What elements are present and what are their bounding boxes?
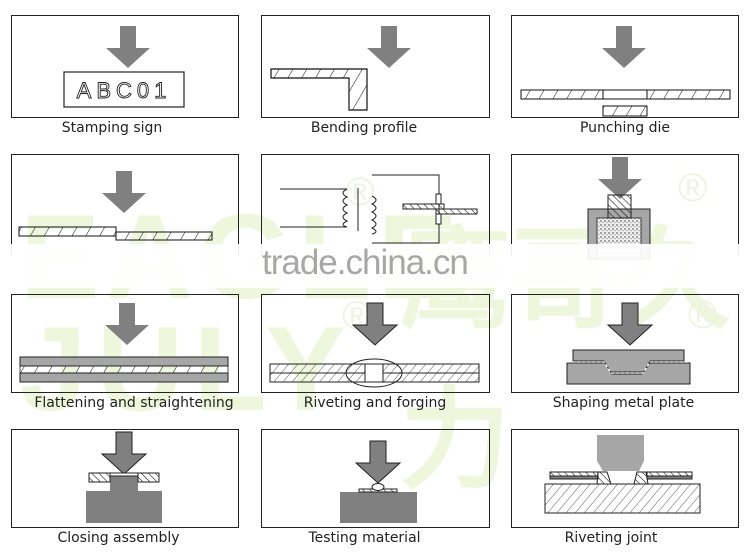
formed-sheet [567,361,690,374]
caption-riveting-joint: Riveting joint [564,530,658,546]
rivet-left [596,471,612,485]
sheet-left-top [549,471,599,477]
upper-die [19,356,229,367]
sheet-upper [18,226,117,237]
bending-profile-drawing [270,26,411,111]
workpiece [19,365,229,374]
registered-mark: ® [345,170,375,214]
press-arrow-icon [105,303,149,345]
registered-mark: ® [678,166,708,210]
lap-joining-drawing [18,171,213,241]
panel-riveting-joint [511,429,739,528]
primary-coil [342,188,349,228]
panel-flattening [11,294,239,393]
stamp-plate [63,71,185,108]
anvil [340,492,417,523]
caption-testing-material: Testing material [308,530,421,546]
watermark-site: trade.china.cn [262,243,469,282]
press-arrow-icon [598,157,642,199]
closing-assembly-drawing [86,431,162,523]
press-arrow-icon [352,302,398,346]
riveting-joint-drawing [544,435,701,514]
panel-closing-assembly [11,429,239,528]
press-arrow-icon [101,431,147,475]
caption-stamping-sign: Stamping sign [61,120,163,136]
sheet-lower [115,231,213,241]
lower-die [19,372,229,383]
punching-die-drawing [520,26,731,117]
rivet [364,363,384,383]
secondary-coil [370,195,377,235]
sheet-right-top [646,471,693,477]
punched-slug [602,105,648,117]
caption-bending-profile: Bending profile [310,120,418,136]
press-arrow-icon [102,171,146,213]
registered-mark: ® [688,293,718,337]
stamp-text: ABC01 [77,78,172,103]
forge-zone [345,358,403,388]
weld-sheet-top [402,203,445,210]
press-arrow-icon [355,440,401,484]
ring-right [137,472,160,483]
caption-closing-assembly: Closing assembly [57,530,180,546]
sheet-left [520,89,604,100]
panel-bending-profile [261,15,490,118]
weld-sheet-bottom [435,208,478,215]
panel-riveting-forging [261,294,490,393]
rivet-right [633,471,649,485]
electrode-top [435,193,442,205]
testing-material-drawing [340,440,417,523]
input-wires [280,188,347,228]
base-plate [544,483,701,514]
press-arrow-icon [106,26,150,68]
caption-punching-die: Punching die [579,120,670,136]
punch-hole [602,89,648,100]
lower-die [86,476,162,523]
panel-lap-joining [11,154,239,256]
panel-punching-die [511,15,739,118]
riveting-forging-drawing [269,302,480,388]
sheet-left-bottom [549,475,599,480]
caption-riveting-forging: Riveting and forging [303,395,447,411]
watermark-band [0,244,750,288]
flattening-drawing [19,303,229,383]
press-arrow-icon [367,26,411,68]
stamping-sign-drawing: ABC01 [63,26,185,108]
ball-indenter [371,483,385,491]
bent-profile [270,68,368,111]
press-arrow-icon [602,26,646,68]
welding-drawing [280,174,478,244]
caption-flattening: Flattening and straightening [34,395,234,411]
caption-shaping-plate: Shaping metal plate [552,395,695,411]
punch-head [597,435,644,471]
electrode-bottom [435,213,442,225]
panel-testing-material [261,429,490,528]
sheet-right-bottom [646,475,693,480]
panel-powder-compaction [511,154,739,256]
press-arrow-icon [607,302,653,346]
ring-left [88,472,111,483]
panel-welding [261,154,490,256]
shaping-plate-drawing [566,302,691,385]
sheet-right [646,89,731,100]
panel-stamping-sign [11,15,239,118]
panel-shaping-plate [511,294,739,393]
cover [109,472,139,477]
punch [607,194,632,219]
